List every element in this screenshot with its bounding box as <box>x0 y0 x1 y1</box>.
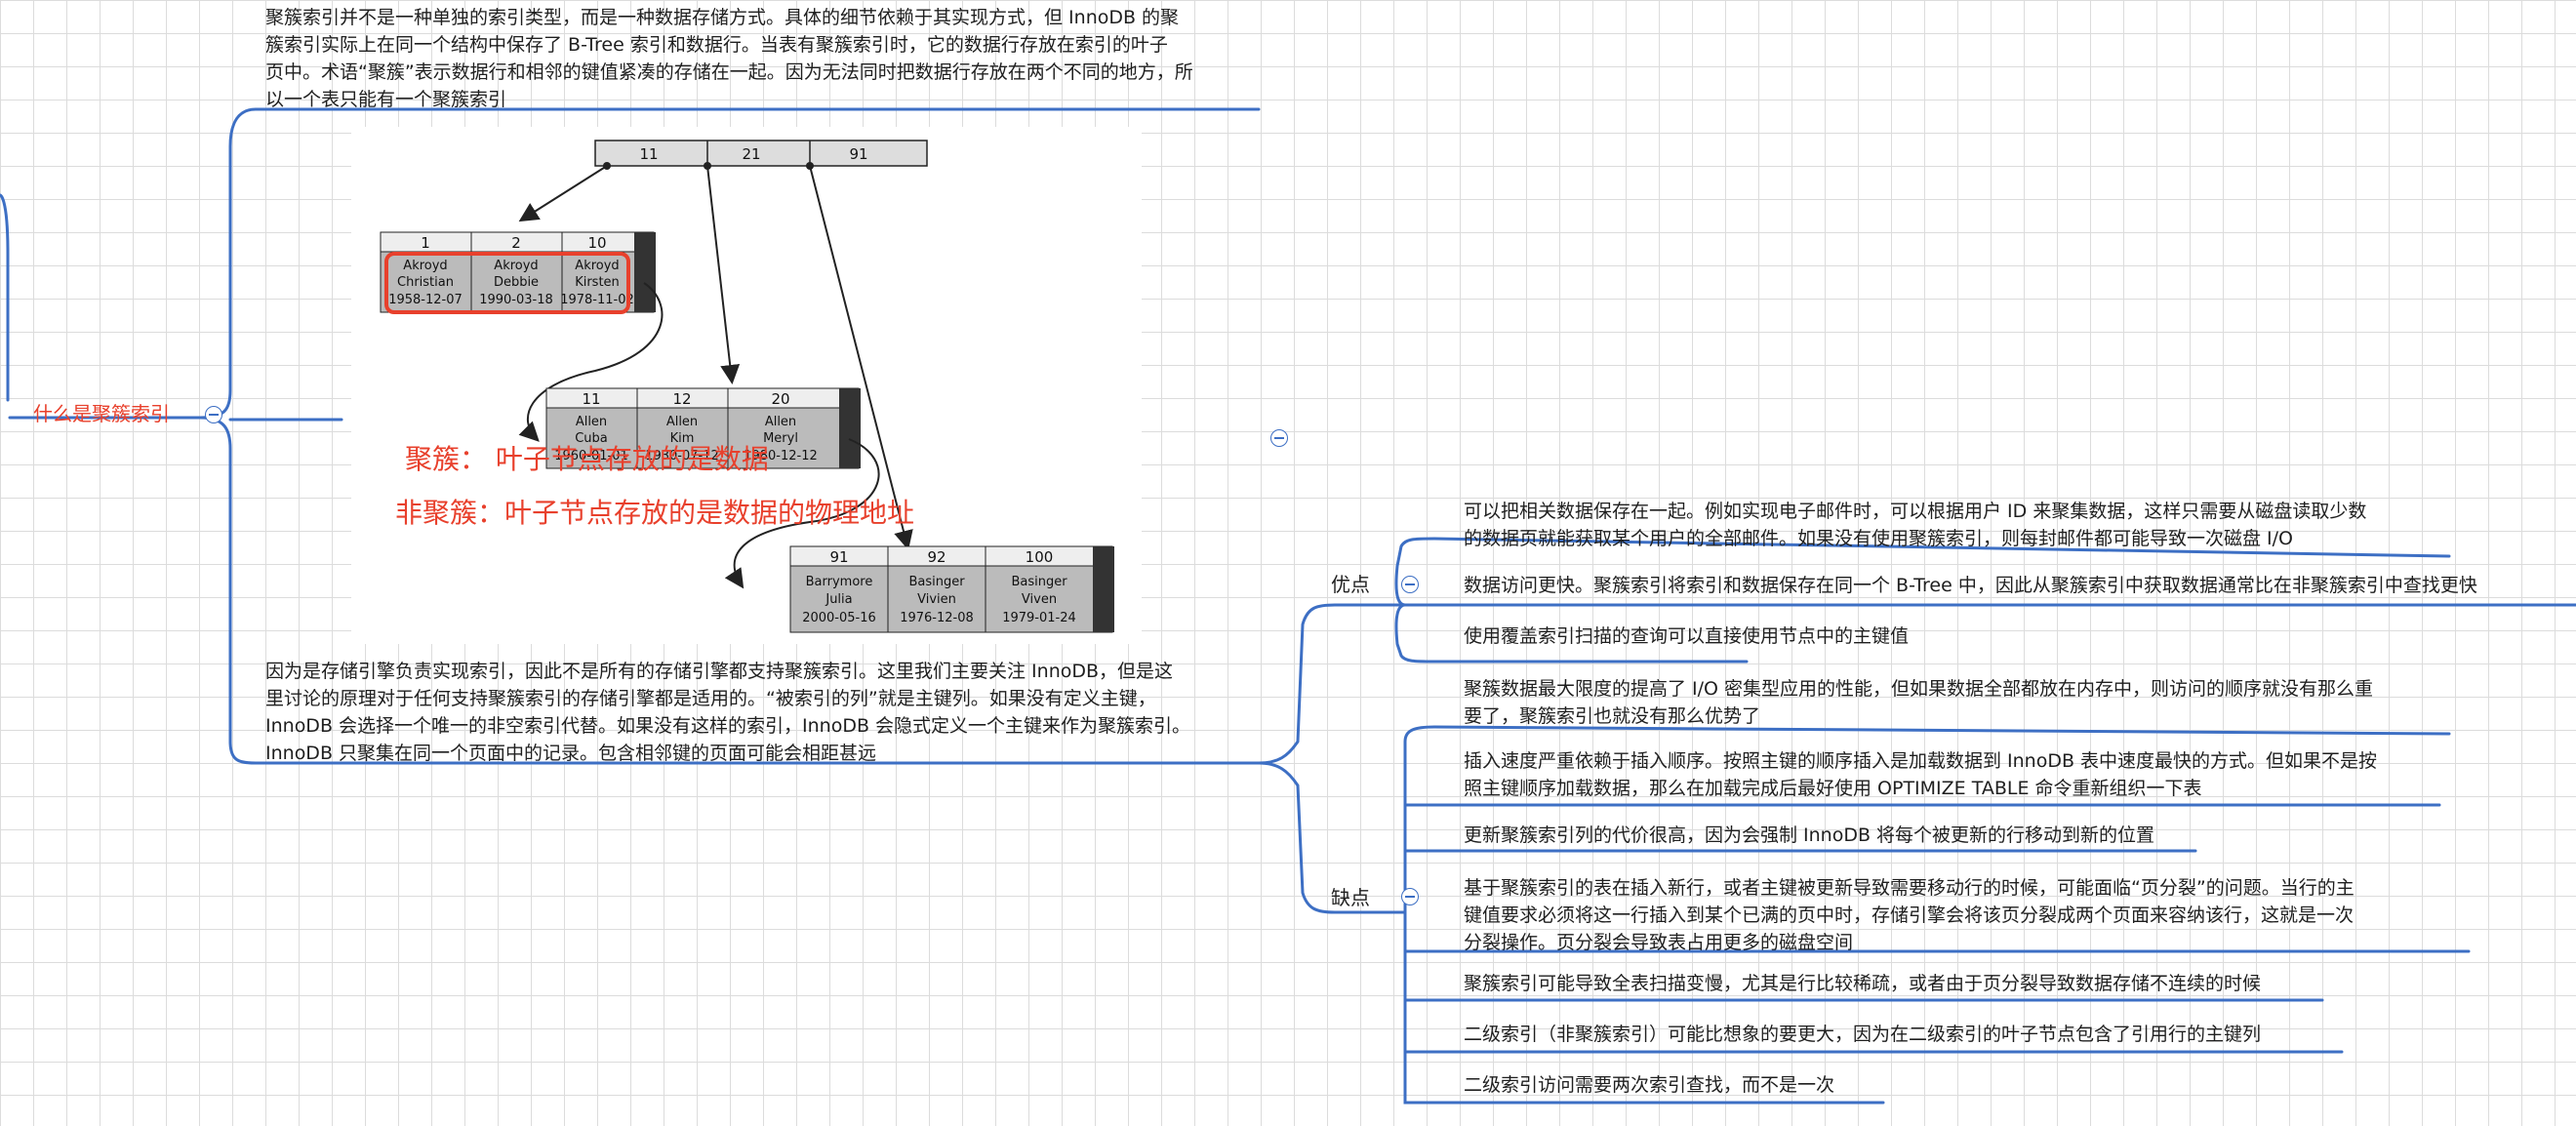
leaf2-cell: Allen <box>576 415 607 429</box>
leaf3-key: 100 <box>1026 548 1054 566</box>
pros-item-line: 使用覆盖索引扫描的查询可以直接使用节点中的主键值 <box>1464 625 1910 647</box>
leaf2-cell: 1980-12-12 <box>744 449 818 463</box>
collapse-toggle-cons[interactable] <box>1401 888 1419 905</box>
btree-diagram: 11 21 91 1 2 10 Akroyd Christian 1958-12… <box>380 140 1114 633</box>
leaf1-key: 10 <box>587 234 606 252</box>
cons-item-3[interactable]: 更新聚簇索引列的代价很高，因为会强制 InnoDB 将每个被更新的行移动到新的位… <box>1464 822 2244 849</box>
leaf2-cell: 1930-07-12 <box>645 449 719 463</box>
intro-line: 簇索引实际上在同一个结构中保存了 B-Tree 索引和数据行。当表有聚簇索引时，… <box>265 34 1168 56</box>
cons-item-line: 照主键顺序加载数据，那么在加载完成后最好使用 OPTIMIZE TABLE 命令… <box>1464 778 2202 799</box>
btree-figure: 11 21 91 1 2 10 Akroyd Christian 1958-12… <box>351 127 1142 644</box>
collapse-toggle-root[interactable] <box>205 406 222 423</box>
leaf1-cell: 1958-12-07 <box>388 293 463 307</box>
leaf2-cell: Allen <box>765 415 796 429</box>
pros-item-1[interactable]: 可以把相关数据保存在一起。例如实现电子邮件时，可以根据用户 ID 来聚集数据，这… <box>1464 498 2517 552</box>
intro-text[interactable]: 聚簇索引并不是一种单独的索引类型，而是一种数据存储方式。具体的细节依赖于其实现方… <box>265 4 1261 113</box>
leaf3-cell: Viven <box>1022 592 1057 607</box>
pros-label[interactable]: 优点 <box>1331 573 1370 596</box>
pros-item-2[interactable]: 数据访问更快。聚簇索引将索引和数据保存在同一个 B-Tree 中，因此从聚簇索引… <box>1464 572 2556 599</box>
collapse-toggle-pros[interactable] <box>1401 576 1419 593</box>
leaf1-highlight <box>384 252 630 314</box>
leaf3-cell: Julia <box>825 592 852 607</box>
cons-item-line: 聚簇数据最大限度的提高了 I/O 密集型应用的性能，但如果数据全部都放在内存中，… <box>1464 678 2374 700</box>
root-key-11: 11 <box>639 145 658 163</box>
overlay-nonclustered-text: 非聚簇：叶子节点存放的是数据的物理地址 <box>395 497 914 529</box>
cons-item-7[interactable]: 二级索引访问需要两次索引查找，而不是一次 <box>1464 1071 1952 1099</box>
leaf2-cell: Cuba <box>575 431 608 446</box>
cons-item-line: 二级索引（非聚簇索引）可能比想象的要更大，因为在二级索引的叶子节点包含了引用行的… <box>1464 1024 2262 1045</box>
leaf3-cell: Basinger <box>908 575 965 589</box>
note-line: InnoDB 会选择一个唯一的非空索引代替。如果没有这样的索引，InnoDB 会… <box>265 715 1191 737</box>
pros-item-line: 的数据页就能获取某个用户的全部邮件。如果没有使用聚簇索引，则每封邮件都可能导致一… <box>1464 528 2294 549</box>
cons-item-line: 基于聚簇索引的表在插入新行，或者主键被更新导致需要移动行的时候，可能面临“页分裂… <box>1464 877 2355 899</box>
cons-item-4[interactable]: 基于聚簇索引的表在插入新行，或者主键被更新导致需要移动行的时候，可能面临“页分裂… <box>1464 874 2517 956</box>
cons-item-line: 聚簇索引可能导致全表扫描变慢，尤其是行比较稀疏，或者由于页分裂导致数据存储不连续… <box>1464 973 2262 994</box>
cons-item-6[interactable]: 二级索引（非聚簇索引）可能比想象的要更大，因为在二级索引的叶子节点包含了引用行的… <box>1464 1021 2381 1048</box>
collapse-toggle-figure[interactable] <box>1270 429 1288 447</box>
cons-item-5[interactable]: 聚簇索引可能导致全表扫描变慢，尤其是行比较稀疏，或者由于页分裂导致数据存储不连续… <box>1464 970 2381 997</box>
leaf1-cell: 1978-11-02 <box>560 293 634 307</box>
leaf1-cell: Akroyd <box>494 259 538 273</box>
btree-leaf-3: 91 92 100 Barrymore Julia 2000-05-16 Bas… <box>789 545 1114 633</box>
cons-item-line: 分裂操作。页分裂会导致表占用更多的磁盘空间 <box>1464 932 1854 953</box>
btree-leaf-2: 11 12 20 Allen Cuba 1960-01-01 Allen Kim… <box>545 387 861 469</box>
btree-leaf-1: 1 2 10 Akroyd Christian 1958-12-07 Akroy… <box>380 231 656 314</box>
leaf1-cell: Akroyd <box>575 259 619 273</box>
note-line: 因为是存储引擎负责实现索引，因此不是所有的存储引擎都支持聚簇索引。这里我们主要关… <box>265 661 1174 682</box>
leaf3-cell: Barrymore <box>806 575 873 589</box>
cons-item-line: 要了，聚簇索引也就没有那么优势了 <box>1464 705 1761 727</box>
leaf3-key: 92 <box>927 548 946 566</box>
pros-item-line: 数据访问更快。聚簇索引将索引和数据保存在同一个 B-Tree 中，因此从聚簇索引… <box>1464 575 2477 596</box>
leaf2-key: 11 <box>582 390 600 408</box>
note-line: 里讨论的原理对于任何支持聚簇索引的存储引擎都是适用的。“被索引的列”就是主键列。… <box>265 688 1156 709</box>
note-line: InnoDB 只聚集在同一个页面中的记录。包含相邻键的页面可能会相距甚远 <box>265 743 877 764</box>
btree-root-node: 11 21 91 <box>594 140 928 170</box>
leaf3-key: 91 <box>829 548 848 566</box>
pros-item-line: 可以把相关数据保存在一起。例如实现电子邮件时，可以根据用户 ID 来聚集数据，这… <box>1464 501 2367 522</box>
leaf2-cell: Kim <box>670 431 695 446</box>
leaf1-key: 2 <box>511 234 521 252</box>
cons-item-line: 插入速度严重依赖于插入顺序。按照主键的顺序插入是加载数据到 InnoDB 表中速… <box>1464 750 2378 772</box>
note-text[interactable]: 因为是存储引擎负责实现索引，因此不是所有的存储引擎都支持聚簇索引。这里我们主要关… <box>265 658 1251 767</box>
intro-line: 以一个表只能有一个聚簇索引 <box>265 89 507 110</box>
leaf1-cell: Akroyd <box>403 259 447 273</box>
cons-item-2[interactable]: 插入速度严重依赖于插入顺序。按照主键的顺序插入是加载数据到 InnoDB 表中速… <box>1464 747 2517 802</box>
root-node-label[interactable]: 什么是聚簇索引 <box>33 402 170 425</box>
leaf1-cell: 1990-03-18 <box>479 293 553 307</box>
leaf1-cell: Christian <box>397 275 454 290</box>
cons-item-line: 更新聚簇索引列的代价很高，因为会强制 InnoDB 将每个被更新的行移动到新的位… <box>1464 824 2155 846</box>
root-key-21: 21 <box>742 145 760 163</box>
cons-item-line: 键值要求必须将这一行插入到某个已满的页中时，存储引擎会将该页分裂成两个页面来容纳… <box>1464 905 2355 926</box>
leaf3-cell: Basinger <box>1011 575 1067 589</box>
leaf2-key: 20 <box>771 390 789 408</box>
cons-item-line: 二级索引访问需要两次索引查找，而不是一次 <box>1464 1074 1835 1096</box>
leaf2-key: 12 <box>672 390 691 408</box>
leaf3-cell: Vivien <box>917 592 956 607</box>
intro-line: 页中。术语“聚簇”表示数据行和相邻的键值紧凑的存储在一起。因为无法同时把数据行存… <box>265 61 1193 83</box>
leaf2-cell: Meryl <box>763 431 798 446</box>
leaf3-cell: 2000-05-16 <box>802 611 876 625</box>
leaf3-cell: 1979-01-24 <box>1002 611 1076 625</box>
pros-item-3[interactable]: 使用覆盖索引扫描的查询可以直接使用节点中的主键值 <box>1464 623 2049 650</box>
overlay-clustered-text: 聚簇： 叶子节点存放的是数据 <box>405 443 769 475</box>
root-key-91: 91 <box>849 145 867 163</box>
leaf3-cell: 1976-12-08 <box>900 611 974 625</box>
cons-item-1[interactable]: 聚簇数据最大限度的提高了 I/O 密集型应用的性能，但如果数据全部都放在内存中，… <box>1464 675 2517 730</box>
intro-line: 聚簇索引并不是一种单独的索引类型，而是一种数据存储方式。具体的细节依赖于其实现方… <box>265 7 1180 28</box>
cons-label[interactable]: 缺点 <box>1331 886 1370 909</box>
leaf2-cell: Allen <box>666 415 698 429</box>
leaf2-cell: 1960-01-01 <box>554 449 628 463</box>
leaf1-cell: Debbie <box>494 275 539 290</box>
leaf1-key: 1 <box>421 234 430 252</box>
leaf1-cell: Kirsten <box>575 275 620 290</box>
